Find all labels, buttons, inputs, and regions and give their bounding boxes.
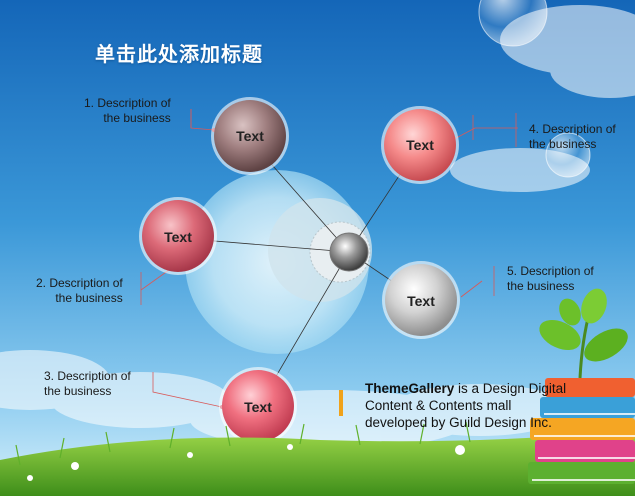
node-2-label: Text [406,137,434,153]
bubble-decoration [478,0,548,47]
grass-blades [15,421,471,466]
hub-ball [329,232,369,272]
description-1: 1. Description of the business [84,96,171,125]
node-2-ball [384,109,456,181]
node-5-label: Text [244,399,272,415]
node-5-ball [222,370,294,442]
books-stack [528,378,635,484]
accent-bar [339,390,343,416]
node-4-label: Text [407,293,435,309]
node-3-ball [142,200,214,272]
node-3-label: Text [164,229,192,245]
description-2: 2. Description of the business [36,276,123,305]
daisies [27,444,465,481]
brand-name: ThemeGallery [365,381,455,396]
description-5: 5. Description of the business [507,264,594,293]
theme-gallery-text: ThemeGallery is a Design Digital Content… [365,381,567,430]
node-4-ball [385,264,457,336]
node-1-ball [214,100,286,172]
sprout-plant [539,288,628,379]
grass-field [0,430,635,496]
slide-title[interactable]: 单击此处添加标题 [95,42,263,66]
node-1-label: Text [236,128,264,144]
description-3: 3. Description of the business [44,369,131,398]
bubble-decoration [545,132,591,178]
description-4: 4. Description of the business [529,122,616,151]
